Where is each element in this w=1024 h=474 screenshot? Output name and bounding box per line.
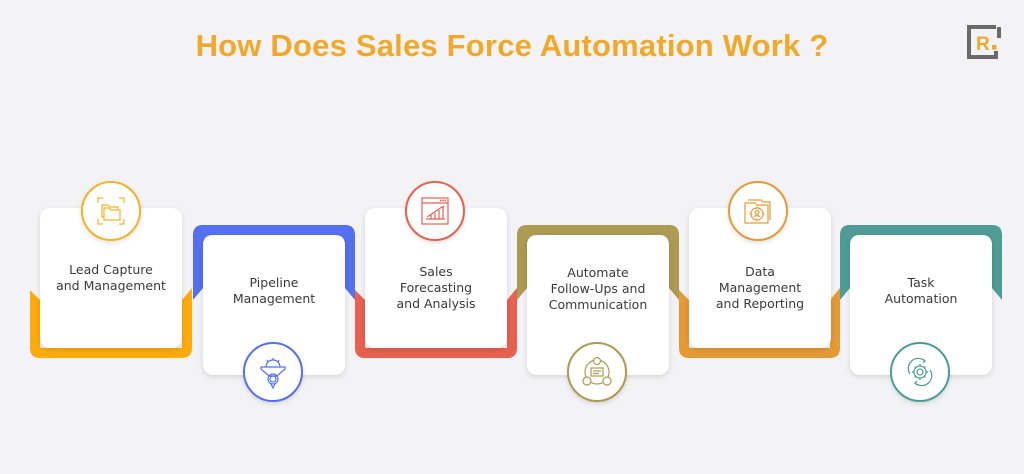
logo-icon: R — [967, 25, 1001, 59]
step-icon-follow-ups — [567, 342, 627, 402]
step-icon-task-automation — [890, 342, 950, 402]
step-icon-forecasting — [405, 181, 465, 241]
funnel-gear-dollar-icon — [260, 358, 286, 389]
step-icon-lead-capture — [81, 181, 141, 241]
step-icon-pipeline — [243, 342, 303, 402]
folder-gear-user-icon — [744, 199, 771, 224]
page-title: How Does Sales Force Automation Work ? — [195, 28, 829, 63]
team-chat-icon — [582, 356, 612, 386]
step-icon-data-management — [728, 181, 788, 241]
folder-capture-icon — [97, 197, 125, 225]
svg-text:R: R — [976, 34, 990, 55]
gear-cycle-icon — [907, 357, 933, 387]
chart-window-icon — [421, 197, 449, 225]
brand-logo: R — [966, 24, 1002, 60]
